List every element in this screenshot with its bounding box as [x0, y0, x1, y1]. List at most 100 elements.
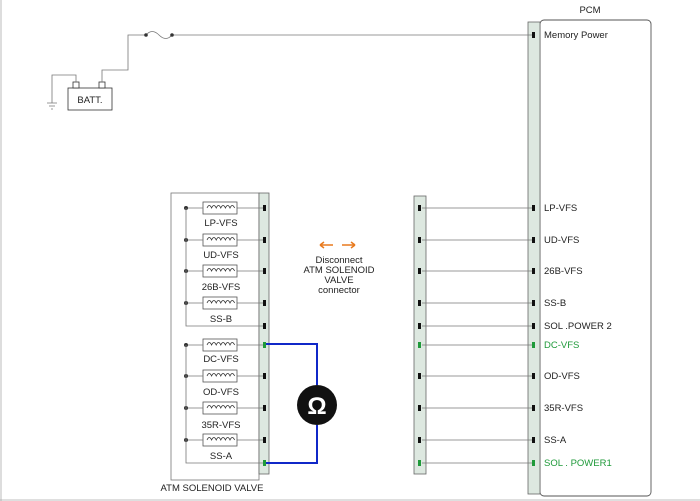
- harness-connector: [413, 195, 427, 475]
- common-rail-1: [185, 345, 263, 464]
- solenoid-label: 26B-VFS: [202, 282, 241, 293]
- fuse-icon: [145, 31, 173, 39]
- coil-box: [202, 401, 238, 415]
- solenoid-label: DC-VFS: [203, 354, 238, 365]
- battery-ground-wire: [51, 74, 103, 103]
- arrow-left-icon: [319, 241, 333, 249]
- pcm-pin-4: SOL .POWER 2: [418, 321, 612, 332]
- solenoid-label-bg: [199, 282, 243, 292]
- pcm-pin-label: LP-VFS: [544, 203, 577, 214]
- coil-icon: [206, 268, 235, 272]
- solenoid-label-bg: [199, 387, 243, 397]
- pcm-pin-label: UD-VFS: [544, 235, 579, 246]
- pcm-pin-memory-power: [532, 32, 535, 38]
- coil-icon: [206, 300, 235, 304]
- atm-pin: [263, 405, 266, 411]
- ohm-symbol: Ω: [307, 393, 326, 420]
- pcm-pin-2: 26B-VFS: [418, 266, 583, 277]
- arrow-right-icon: [342, 241, 356, 249]
- solenoid-2: 26B-VFS: [184, 264, 263, 293]
- atm-pin: [263, 373, 266, 379]
- solenoid-label-bg: [199, 314, 243, 324]
- harness-pin: [418, 405, 421, 411]
- pcm-pin-0: LP-VFS: [418, 203, 577, 214]
- pcm-pin-label: DC-VFS: [544, 340, 579, 351]
- ground-icon: [47, 102, 57, 110]
- pcm-connector: [527, 21, 541, 495]
- solenoid-4: DC-VFS: [184, 338, 263, 365]
- atm-pin: [263, 268, 266, 274]
- fuse-terminal-left: [144, 33, 148, 37]
- ohmmeter: Ω: [266, 343, 337, 464]
- pcm-pin-label: 35R-VFS: [544, 403, 583, 414]
- pcm-pin-5: DC-VFS: [418, 340, 579, 351]
- coil-box: [202, 433, 238, 447]
- solenoid-label: LP-VFS: [204, 218, 237, 229]
- atm-pin: [263, 205, 266, 211]
- disconnect-line-4: connector: [318, 285, 360, 296]
- battery-box: [67, 87, 113, 111]
- atm-title: ATM SOLENOID VALVE: [161, 483, 264, 494]
- harness-pin: [418, 342, 421, 348]
- disconnect-line-2: ATM SOLENOID: [303, 265, 374, 276]
- atm-pin: [263, 300, 266, 306]
- disconnect-note: Disconnect ATM SOLENOID VALVE connector: [303, 241, 375, 296]
- battery-circuit: BATT.: [47, 31, 532, 111]
- pcm-pin-7: 35R-VFS: [418, 403, 583, 414]
- solenoid-label-bg: [199, 420, 243, 430]
- solenoid-list: LP-VFSUD-VFS26B-VFSSS-BDC-VFSOD-VFS35R-V…: [184, 201, 266, 466]
- harness-pin: [418, 205, 421, 211]
- battery-terminal-pos: [98, 81, 106, 89]
- pcm-pin-label: OD-VFS: [544, 371, 580, 382]
- solenoid-label-bg: [199, 250, 243, 260]
- pcm-pin: [532, 268, 535, 274]
- atm-pin: [263, 460, 266, 466]
- disconnect-line-1: Disconnect: [316, 255, 363, 266]
- coil-icon: [206, 342, 235, 346]
- pcm-pin-3: SS-B: [418, 298, 566, 309]
- solenoid-label: OD-VFS: [203, 387, 239, 398]
- harness-pin: [418, 373, 421, 379]
- coil-icon: [206, 405, 235, 409]
- harness-pin: [418, 437, 421, 443]
- coil-icon: [206, 205, 235, 209]
- pcm-pin-1: UD-VFS: [418, 235, 579, 246]
- atm-pin: [263, 323, 266, 329]
- pcm-pin: [532, 460, 535, 466]
- coil-box: [202, 296, 238, 310]
- solenoid-1: UD-VFS: [184, 233, 263, 261]
- solenoid-0: LP-VFS: [184, 201, 263, 229]
- coil-box: [202, 201, 238, 215]
- pcm-pin: [532, 323, 535, 329]
- harness-pin: [418, 237, 421, 243]
- harness-pin: [418, 268, 421, 274]
- coil-icon: [206, 373, 235, 377]
- pcm-pin-9: SOL . POWER1: [418, 458, 612, 469]
- memory-power-wire: [101, 34, 532, 80]
- pcm-pin-label: SOL . POWER1: [544, 458, 612, 469]
- common-rail-2: [185, 208, 263, 327]
- pcm-pin: [532, 405, 535, 411]
- atm-pin: [263, 237, 266, 243]
- coil-box: [202, 338, 238, 352]
- solenoid-label: SS-A: [210, 451, 233, 462]
- solenoid-label: SS-B: [210, 314, 232, 325]
- coil-box: [202, 369, 238, 383]
- coil-icon: [206, 237, 235, 241]
- pcm-box: [539, 19, 652, 497]
- ohm-meter-icon: [297, 385, 337, 425]
- pcm-pin: [532, 342, 535, 348]
- ohmmeter-leads: [266, 343, 318, 464]
- atm-connector: [258, 192, 270, 475]
- solenoid-label-bg: [199, 451, 243, 461]
- fuse-terminal-right: [170, 33, 174, 37]
- harness-pin: [418, 300, 421, 306]
- solenoid-7: SS-A: [184, 433, 263, 462]
- pcm-pin-label: 26B-VFS: [544, 266, 583, 277]
- harness-pin: [418, 323, 421, 329]
- pcm-pin-label: SS-B: [544, 298, 566, 309]
- pcm-pin-label: SOL .POWER 2: [544, 321, 612, 332]
- pcm-pin: [532, 237, 535, 243]
- harness-pin: [418, 460, 421, 466]
